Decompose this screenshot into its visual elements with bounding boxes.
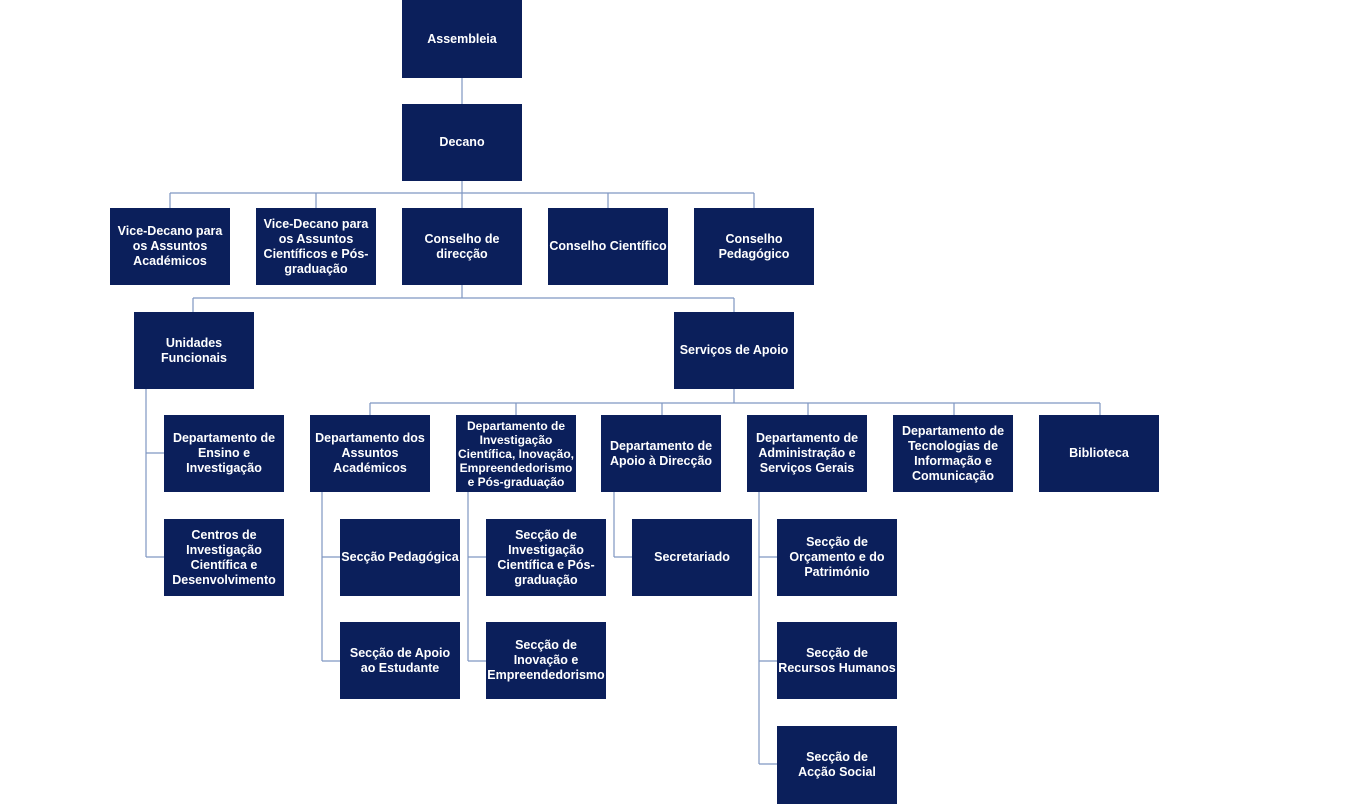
node-unidades-funcionais-label: Unidades Funcionais [161, 335, 227, 365]
node-dep-assuntos-academicos: Departamento dos Assuntos Académicos [310, 415, 430, 492]
node-centros-investigacao: Centros de Investigação Científica e Des… [164, 519, 284, 596]
node-seccao-inovacao-label: Secção de Inovação e Empreendedorismo [487, 638, 605, 682]
node-biblioteca: Biblioteca [1039, 415, 1159, 492]
node-conselho-direccao-label: Conselho de direcção [424, 231, 500, 261]
node-dep-investigacao-cientifica: Departamento de Investigação Científica,… [456, 415, 576, 492]
node-seccao-apoio-estudante: Secção de Apoio ao Estudante [340, 622, 460, 699]
node-conselho-cientifico-label: Conselho Científico [549, 239, 667, 253]
node-seccao-accao-social-label: Secção de Acção Social [798, 750, 876, 779]
node-assembleia-label: Assembleia [427, 31, 497, 46]
node-dep-apoio-direccao: Departamento de Apoio à Direcção [601, 415, 721, 492]
node-dep-tecnologias: Departamento de Tecnologias de Informaçã… [893, 415, 1013, 492]
node-vice-decano-academicos: Vice-Decano para os Assuntos Académicos [110, 208, 230, 285]
node-conselho-pedagogico-label: Conselho Pedagógico [718, 231, 790, 261]
node-seccao-recursos-humanos: Secção de Recursos Humanos [777, 622, 897, 699]
node-dep-ensino-investigacao: Departamento de Ensino e Investigação [164, 415, 284, 492]
node-seccao-pedagogica: Secção Pedagógica [340, 519, 460, 596]
node-seccao-orcamento: Secção de Orçamento e do Património [777, 519, 897, 596]
node-vice-decano-cientificos-label: Vice-Decano para os Assuntos Científicos… [263, 216, 369, 276]
node-conselho-direccao: Conselho de direcção [402, 208, 522, 285]
node-dep-administracao: Departamento de Administração e Serviços… [747, 415, 867, 492]
node-seccao-orcamento-label: Secção de Orçamento e do Património [789, 535, 885, 579]
node-unidades-funcionais: Unidades Funcionais [134, 312, 254, 389]
node-seccao-pedagogica-label: Secção Pedagógica [341, 550, 459, 564]
node-secretariado: Secretariado [632, 519, 752, 596]
node-dep-administracao-label: Departamento de Administração e Serviços… [755, 431, 859, 475]
node-dep-tecnologias-label: Departamento de Tecnologias de Informaçã… [901, 423, 1005, 483]
node-seccao-investigacao-pos: Secção de Investigação Científica e Pós-… [486, 519, 606, 596]
node-secretariado-label: Secretariado [654, 550, 730, 564]
node-vice-decano-cientificos: Vice-Decano para os Assuntos Científicos… [256, 208, 376, 285]
node-assembleia: Assembleia [402, 0, 522, 78]
node-decano: Decano [402, 104, 522, 181]
node-seccao-recursos-humanos-label: Secção de Recursos Humanos [778, 645, 896, 675]
node-conselho-cientifico: Conselho Científico [548, 208, 668, 285]
node-vice-decano-academicos-label: Vice-Decano para os Assuntos Académicos [117, 224, 223, 268]
node-dep-apoio-direccao-label: Departamento de Apoio à Direcção [609, 438, 713, 468]
node-seccao-apoio-estudante-label: Secção de Apoio ao Estudante [349, 645, 451, 675]
node-dep-investigacao-cientifica-label: Departamento de Investigação Científica,… [457, 418, 575, 489]
node-seccao-inovacao: Secção de Inovação e Empreendedorismo [486, 622, 606, 699]
node-biblioteca-label: Biblioteca [1069, 446, 1129, 460]
node-dep-assuntos-academicos-label: Departamento dos Assuntos Académicos [315, 431, 425, 475]
node-seccao-investigacao-pos-label: Secção de Investigação Científica e Pós-… [497, 527, 595, 587]
node-seccao-accao-social: Secção de Acção Social [777, 726, 897, 804]
node-servicos-apoio-label: Serviços de Apoio [679, 343, 789, 357]
node-conselho-pedagogico: Conselho Pedagógico [694, 208, 814, 285]
node-centros-investigacao-label: Centros de Investigação Científica e Des… [172, 527, 276, 587]
node-decano-label: Decano [439, 135, 485, 149]
node-dep-ensino-investigacao-label: Departamento de Ensino e Investigação [172, 431, 276, 475]
node-servicos-apoio: Serviços de Apoio [674, 312, 794, 389]
